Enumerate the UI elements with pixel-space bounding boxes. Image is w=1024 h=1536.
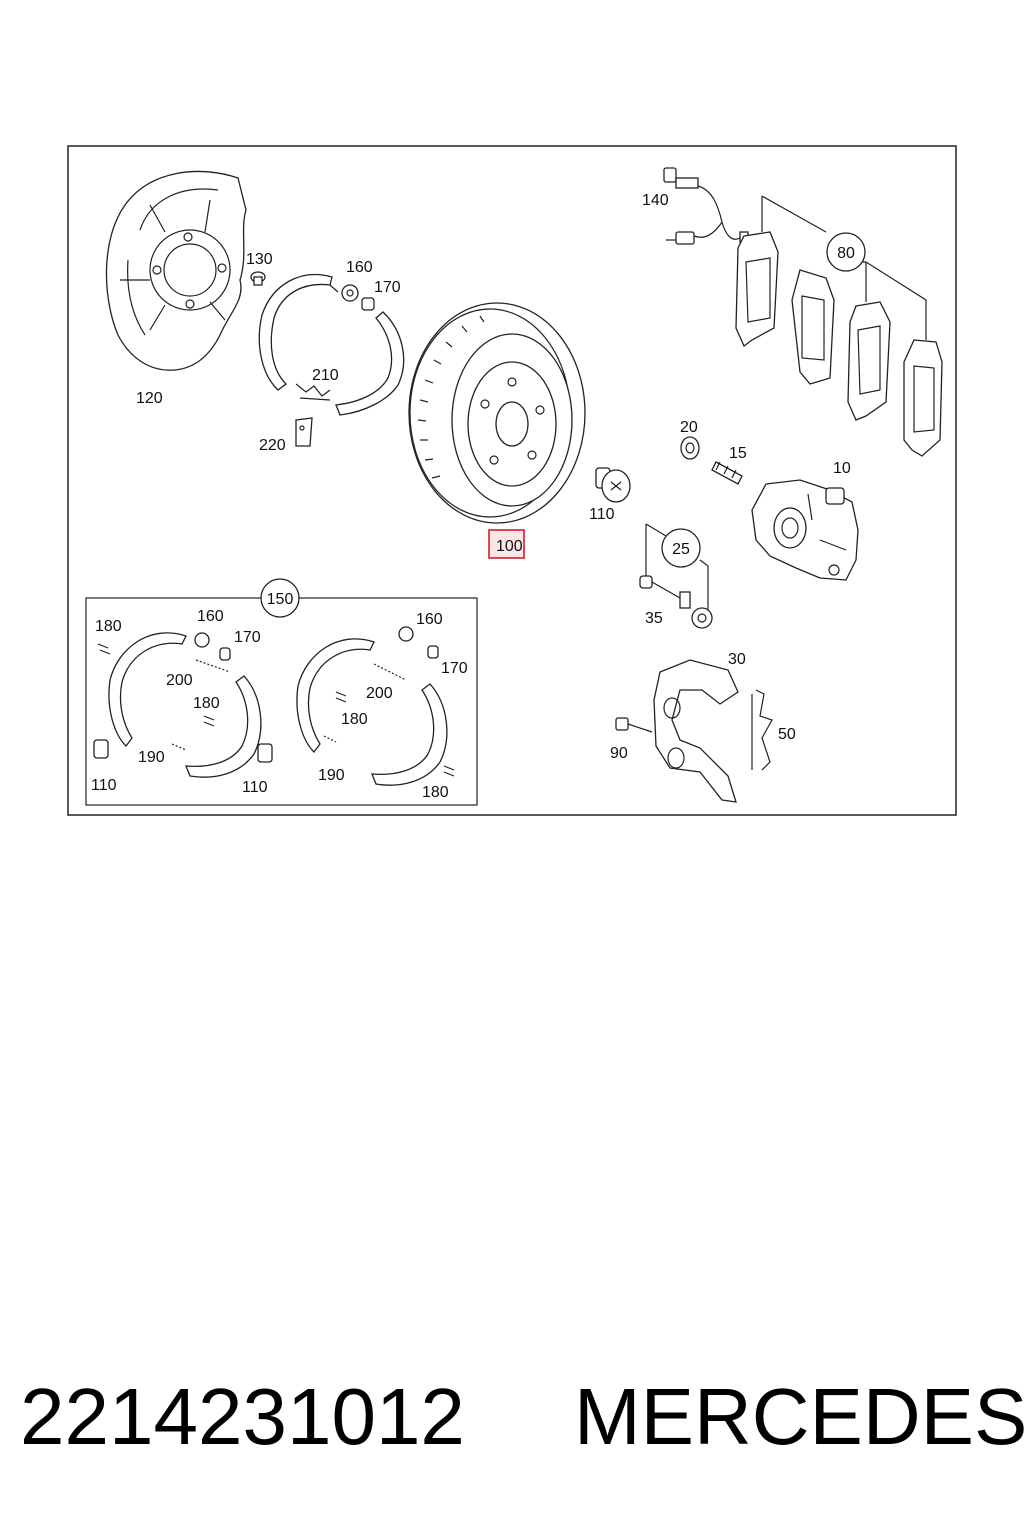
footer: 2214231012 MERCEDES — [0, 1362, 1024, 1472]
kit-label-180: 180 — [422, 784, 449, 801]
kit-label-170: 170 — [234, 629, 261, 646]
label-160: 160 — [346, 259, 373, 276]
guide-kit-25[interactable] — [639, 523, 713, 629]
plate-220[interactable] — [295, 417, 313, 447]
label-35: 35 — [645, 610, 663, 627]
highlight-box-100 — [488, 529, 525, 559]
nut-20[interactable] — [680, 436, 700, 460]
caliper-10[interactable] — [751, 479, 859, 581]
label-50: 50 — [778, 726, 796, 743]
callout-25-circle: 25 — [661, 528, 701, 568]
caliper-carrier-30[interactable] — [653, 659, 739, 803]
label-110: 110 — [589, 506, 615, 523]
kit-shoes-left[interactable] — [93, 632, 273, 778]
callout-150-circle: 150 — [260, 578, 300, 618]
bolt-110-right[interactable] — [595, 467, 631, 503]
label-80: 80 — [837, 245, 855, 262]
label-140: 140 — [642, 192, 669, 209]
parking-brake-shoes[interactable] — [258, 273, 405, 416]
label-130: 130 — [246, 251, 273, 268]
brake-pads-80[interactable] — [735, 195, 943, 457]
bleed-screw-15[interactable] — [711, 461, 743, 485]
kit-label-190: 190 — [138, 749, 165, 766]
clip-50[interactable] — [751, 689, 773, 771]
brake-disc-100[interactable] — [408, 302, 586, 524]
kit-label-190: 190 — [318, 767, 345, 784]
label-220: 220 — [259, 437, 286, 454]
part-number: 2214231012 — [20, 1372, 465, 1461]
kit-label-180: 180 — [341, 711, 368, 728]
kit-shoes-right[interactable] — [296, 626, 455, 786]
label-150: 150 — [267, 591, 294, 608]
sleeve-170-top[interactable] — [361, 297, 375, 311]
kit-label-170: 170 — [441, 660, 468, 677]
label-10: 10 — [833, 460, 851, 477]
kit-label-110: 110 — [242, 779, 268, 796]
label-25: 25 — [672, 541, 690, 558]
brand-name: MERCEDES — [574, 1372, 1024, 1461]
wear-sensor-140[interactable] — [663, 167, 749, 245]
kit-label-180: 180 — [193, 695, 220, 712]
label-90: 90 — [610, 745, 628, 762]
label-30: 30 — [728, 651, 746, 668]
bolt-90[interactable] — [615, 717, 653, 733]
kit-label-180: 180 — [95, 618, 122, 635]
spring-210[interactable] — [295, 383, 331, 401]
label-170: 170 — [374, 279, 401, 296]
label-210: 210 — [312, 367, 339, 384]
label-120: 120 — [136, 390, 163, 407]
bolt-130[interactable] — [250, 271, 266, 286]
label-100: 100 — [496, 538, 523, 555]
kit-label-160: 160 — [197, 608, 224, 625]
adjuster-160-top[interactable] — [341, 284, 359, 302]
diagram-frame — [67, 145, 957, 816]
label-15: 15 — [729, 445, 747, 462]
kit-label-200: 200 — [366, 685, 393, 702]
kit-label-110: 110 — [91, 777, 117, 794]
dust-shield-120[interactable] — [105, 170, 247, 371]
kit-label-200: 200 — [166, 672, 193, 689]
kit-label-160: 160 — [416, 611, 443, 628]
label-20: 20 — [680, 419, 698, 436]
callout-80-circle: 80 — [826, 232, 866, 272]
